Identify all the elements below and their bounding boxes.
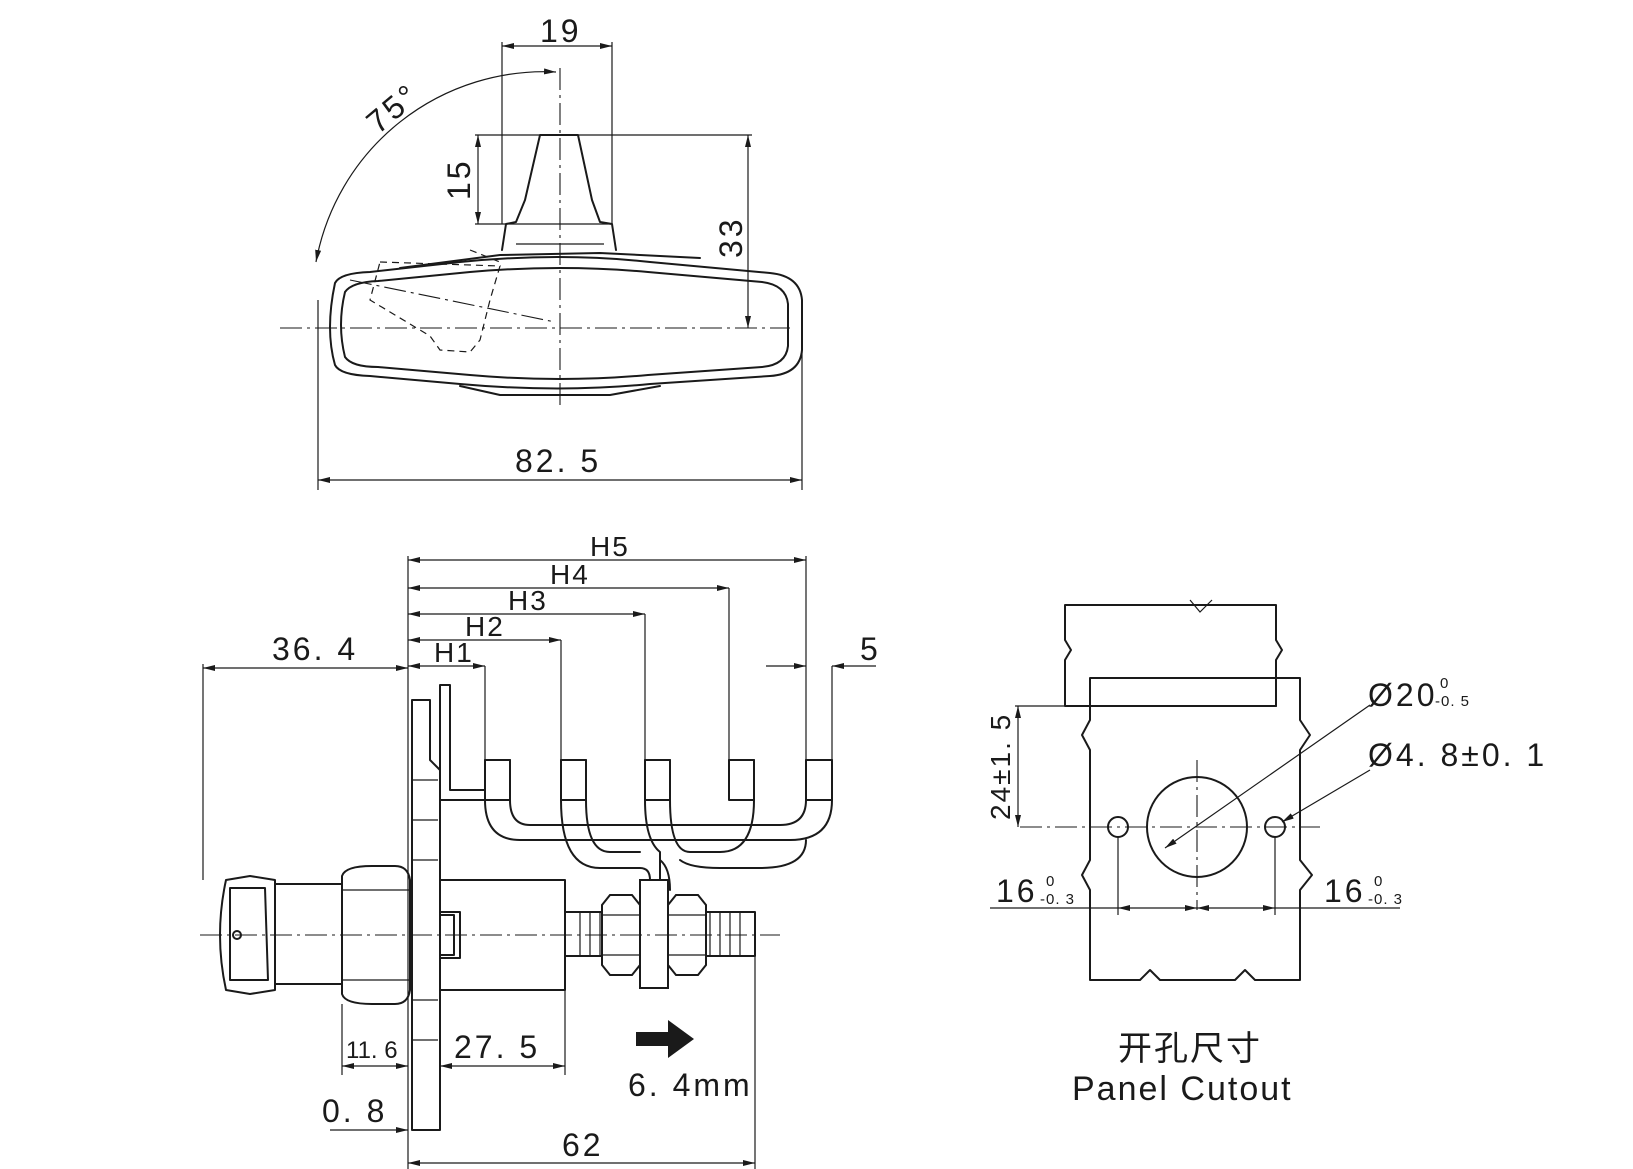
handle-stem — [501, 134, 617, 251]
dim-knob: 11. 6 — [346, 1037, 398, 1064]
cam-profile — [484, 759, 833, 801]
dim-right-lower-tol: -0. 3 — [1368, 891, 1403, 908]
top-view: 19 15 33 82. 5 75° — [280, 13, 803, 490]
rotated-handle-ghost — [369, 261, 501, 353]
dim-left-lower-tol: -0. 3 — [1040, 891, 1075, 908]
dim-stem-width: 19 — [540, 13, 582, 49]
handle-bottom-ridge — [459, 385, 661, 396]
handle-top-ridge — [399, 252, 701, 269]
dim-body: 27. 5 — [454, 1029, 540, 1065]
dim-overall: 62 — [562, 1127, 604, 1163]
cutout-title-cn: 开孔尺寸 — [1118, 1029, 1262, 1069]
dia-large-lower-tol: -0. 5 — [1435, 693, 1470, 710]
dim-right-16: 16 — [1324, 873, 1366, 909]
level-h4: H4 — [550, 559, 590, 590]
rotation-angle: 75° — [359, 76, 426, 140]
cutout-back-panel — [1064, 604, 1283, 707]
knob-collar — [341, 865, 411, 1005]
level-h2: H2 — [465, 611, 505, 642]
dim-plate: 0. 8 — [322, 1093, 387, 1129]
leader-large-hole — [1164, 704, 1371, 849]
dim-left-16: 16 — [996, 873, 1038, 909]
bracket — [439, 684, 486, 801]
dim-left: 36. 4 — [272, 631, 358, 667]
leader-small-hole — [1281, 769, 1371, 823]
dim-vertical: 24±1. 5 — [985, 713, 1016, 820]
panel-cutout-view: 24±1. 5 Ø20 0 -0. 5 Ø4. 8±0. 1 16 0 -0. … — [985, 599, 1547, 1108]
level-h3: H3 — [508, 585, 548, 616]
cutout-front-panel — [1081, 677, 1313, 981]
handle-inner-outline — [340, 267, 789, 380]
grip-neck — [274, 883, 343, 985]
dia-large: Ø20 — [1368, 677, 1437, 713]
travel-distance: 6. 4mm — [628, 1067, 753, 1103]
level-h5: H5 — [590, 531, 630, 562]
side-view: H5 H4 H3 H2 H1 5 — [200, 531, 881, 1169]
dim-left-upper-tol: 0 — [1046, 873, 1055, 890]
cam-curve-outer — [484, 799, 833, 841]
dia-small: Ø4. 8±0. 1 — [1368, 737, 1547, 773]
dim-total-width: 82. 5 — [515, 443, 601, 479]
mounting-plate — [411, 699, 441, 1131]
level-h1: H1 — [434, 637, 474, 668]
dim-right-upper-tol: 0 — [1374, 873, 1383, 890]
dim-height: 33 — [713, 216, 749, 258]
dia-large-upper-tol: 0 — [1440, 675, 1449, 692]
washer — [639, 879, 669, 989]
rotated-centerline — [349, 279, 556, 323]
dim-step: 5 — [860, 631, 881, 667]
travel-arrow — [636, 1020, 694, 1058]
grip-head — [219, 875, 276, 995]
cutout-title-en: Panel Cutout — [1072, 1070, 1293, 1108]
angle-arc — [315, 68, 557, 263]
dim-stem-height: 15 — [441, 158, 477, 200]
